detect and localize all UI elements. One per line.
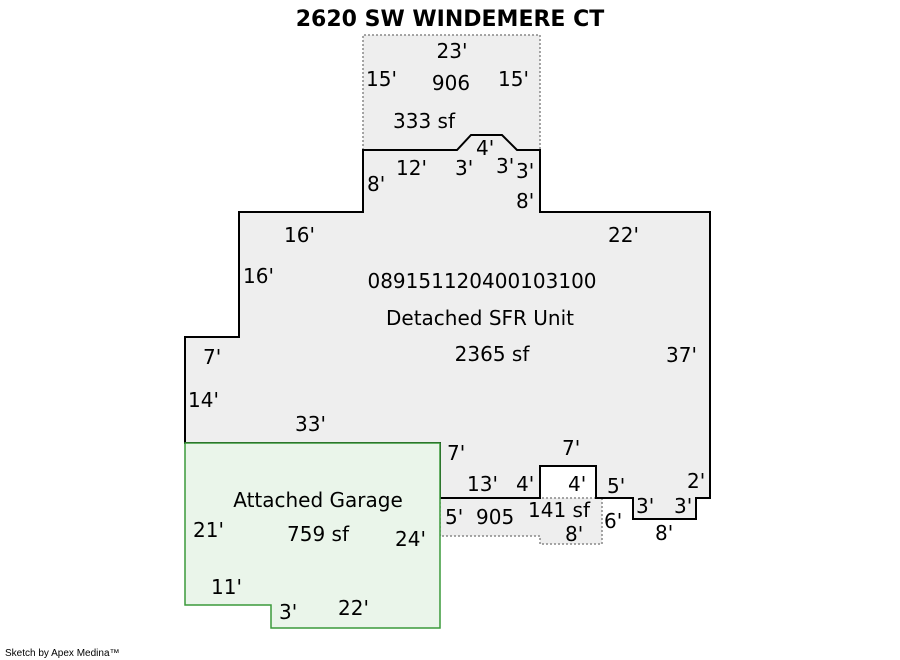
dim-label: 3' (496, 154, 514, 178)
area-905-sf: 141 sf (528, 498, 591, 522)
dim-label: 5' (607, 474, 625, 498)
dim-label: 16' (243, 264, 274, 288)
dim-label: 13' (467, 472, 498, 496)
main-area-name: Detached SFR Unit (386, 306, 574, 330)
dim-label: 14' (188, 388, 219, 412)
dim-label: 3' (516, 159, 534, 183)
dim-label: 37' (666, 343, 697, 367)
dim-label: 15' (498, 67, 529, 91)
dim-label: 21' (193, 518, 224, 542)
dim-label: 3' (455, 156, 473, 180)
dim-label: 7' (562, 436, 580, 460)
dim-label: 3' (279, 600, 297, 624)
dim-label: 23' (437, 39, 468, 63)
dim-label: 8' (655, 521, 673, 545)
dim-label: 8' (367, 172, 385, 196)
area-906-sf: 333 sf (393, 109, 456, 133)
sketch-credit: Sketch by Apex Medina™ (5, 648, 120, 659)
dim-label: 7' (447, 441, 465, 465)
dim-label: 7' (203, 345, 221, 369)
dim-label: 4' (476, 136, 494, 160)
dim-label: 33' (295, 412, 326, 436)
sketch-title: 2620 SW WINDEMERE CT (296, 7, 605, 32)
dim-label: 22' (608, 223, 639, 247)
area-906-code: 906 (432, 71, 470, 95)
dim-label: 4' (516, 472, 534, 496)
dim-label: 8' (516, 189, 534, 213)
dim-label: 8' (565, 522, 583, 546)
dim-label: 16' (284, 223, 315, 247)
dim-label: 11' (211, 575, 242, 599)
garage-sf: 759 sf (287, 522, 350, 546)
dim-label: 3' (636, 494, 654, 518)
garage-outline (184, 442, 441, 629)
dim-label: 5' (445, 505, 463, 529)
main-sfr-outline (184, 134, 711, 520)
parcel-id: 089151120400103100 (367, 269, 596, 293)
dim-label: 12' (396, 156, 427, 180)
dim-label: 4' (568, 472, 586, 496)
dim-label: 3' (674, 494, 692, 518)
dim-label: 15' (366, 67, 397, 91)
dim-label: 24' (395, 527, 426, 551)
garage-name: Attached Garage (233, 488, 403, 512)
dim-label: 22' (338, 596, 369, 620)
area-905-code: 905 (476, 505, 514, 529)
dim-label: 6' (604, 509, 622, 533)
dim-label: 2' (687, 469, 705, 493)
main-area-sf: 2365 sf (455, 342, 531, 366)
